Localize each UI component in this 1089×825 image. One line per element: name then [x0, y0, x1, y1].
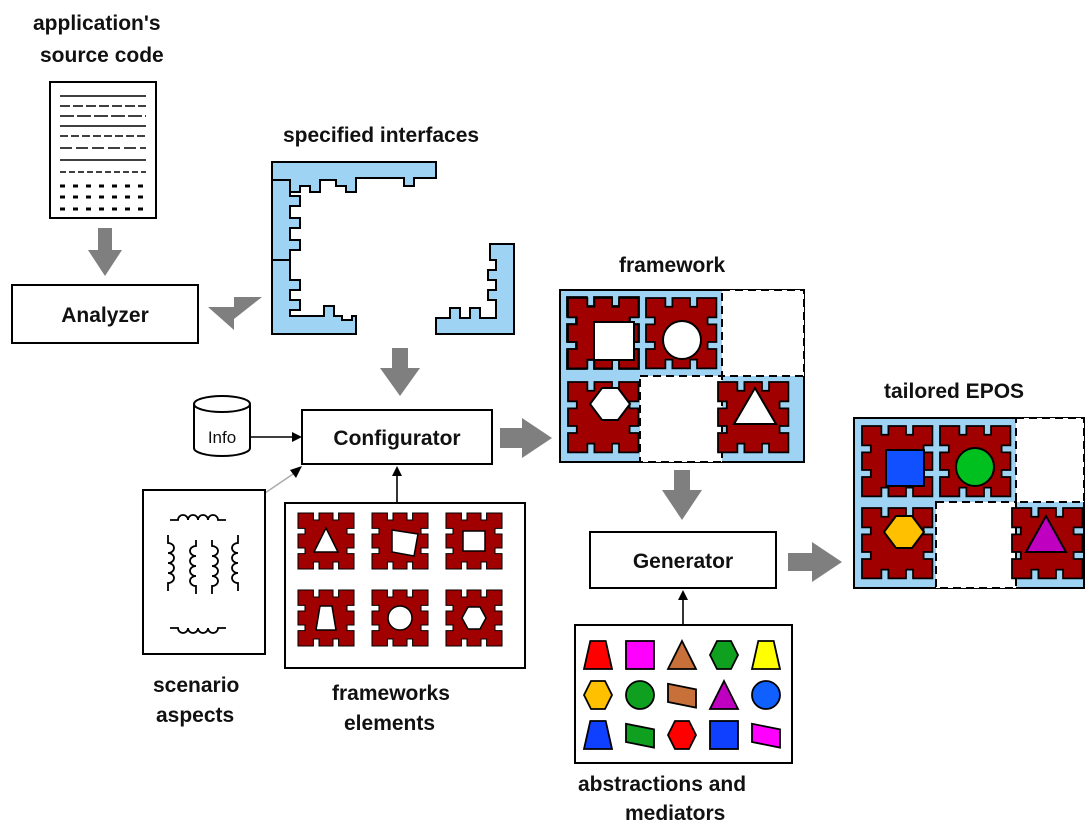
specified-interfaces-title: specified interfaces — [283, 124, 479, 147]
hexagon-shape-icon — [666, 720, 698, 750]
specified-interfaces — [271, 161, 515, 335]
parallelogram-shape-icon — [625, 722, 655, 749]
arrowhead-icon — [392, 466, 402, 476]
scenario-aspects-box — [142, 489, 266, 655]
square-shape-icon — [625, 640, 655, 670]
arrowhead-icon — [678, 590, 688, 600]
framework — [559, 289, 805, 463]
arrow-down-icon — [88, 228, 122, 276]
frameworks-elements-box — [284, 502, 526, 669]
generator-label: Generator — [633, 550, 733, 573]
abstractions-mediators-title-2: mediators — [625, 802, 725, 825]
source-code-title-1: application's — [33, 12, 161, 35]
arrow-right-icon — [788, 542, 842, 582]
info-label: Info — [208, 428, 236, 447]
framework-title: framework — [619, 254, 726, 277]
coil-icon — [167, 514, 239, 634]
arrowhead-icon — [292, 432, 302, 442]
arrow-down-icon — [662, 470, 702, 520]
frameworks-elements-title-1: frameworks — [332, 682, 450, 705]
flow-arrows — [88, 228, 842, 582]
parallelogram-shape-icon — [751, 722, 781, 749]
parallelogram-shape-icon — [667, 682, 697, 709]
hexagon-shape-icon — [582, 680, 614, 710]
circle-shape-icon — [751, 680, 781, 710]
generator-box: Generator — [589, 531, 777, 589]
configurator-label: Configurator — [333, 427, 460, 450]
frameworks-elements-title-2: elements — [344, 712, 435, 735]
scenario-aspects-title-1: scenario — [153, 674, 239, 697]
triangle-shape-icon — [708, 678, 740, 710]
source-code-title-2: source code — [40, 44, 164, 67]
tailored-epos — [853, 417, 1085, 589]
arrowhead-icon — [290, 466, 302, 478]
configurator-box: Configurator — [301, 409, 493, 465]
trapezoid-shape-icon — [582, 640, 614, 670]
square-shape-icon — [709, 720, 739, 750]
abstractions-mediators-title-1: abstractions and — [578, 773, 746, 796]
thin-arrows — [250, 436, 684, 625]
analyzer-box: Analyzer — [11, 284, 199, 344]
arrow-right-icon — [500, 418, 552, 458]
abstractions-mediators-box — [574, 624, 793, 764]
triangle-shape-icon — [666, 638, 698, 670]
arrow-right-icon — [208, 297, 262, 330]
trapezoid-shape-icon — [582, 720, 614, 750]
circle-shape-icon — [625, 680, 655, 710]
trapezoid-shape-icon — [750, 640, 782, 670]
tailored-epos-title: tailored EPOS — [884, 380, 1024, 403]
hexagon-shape-icon — [708, 640, 740, 670]
arrow-down-icon — [380, 348, 420, 396]
info-database-icon: Info — [193, 395, 251, 457]
analyzer-label: Analyzer — [61, 304, 149, 327]
source-code-document — [49, 81, 157, 219]
scenario-aspects-title-2: aspects — [156, 704, 234, 727]
